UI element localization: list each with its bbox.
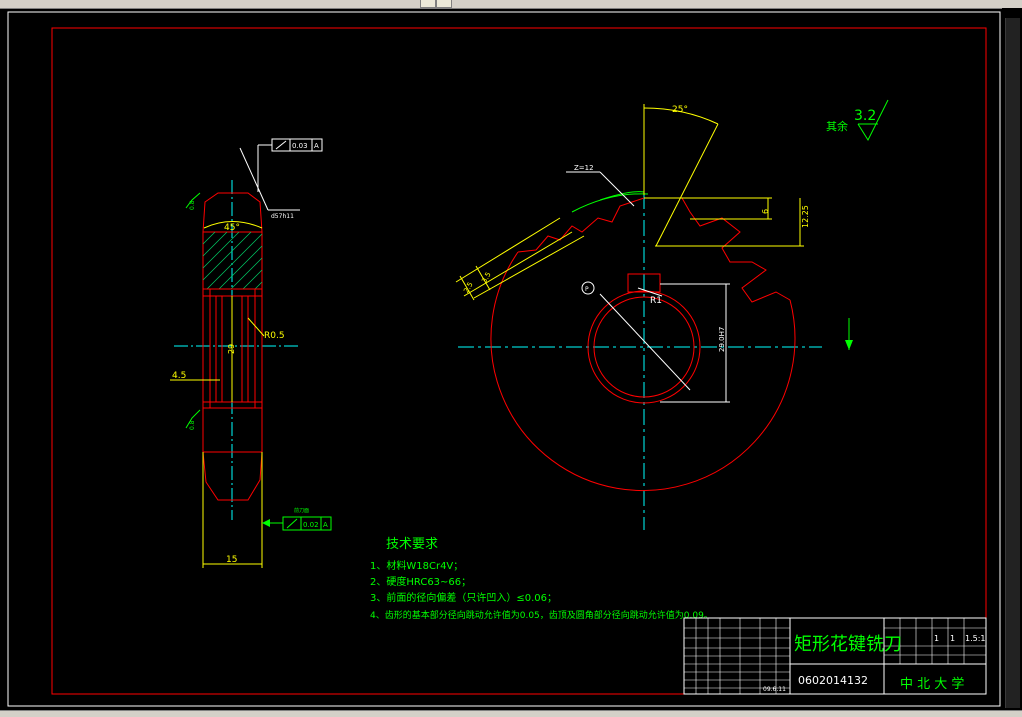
title-block: 矩形花键铣刀 0602014132 中 北 大 学 1.5:1 1 1 09.6…: [683, 617, 987, 695]
bore-inner: [593, 296, 695, 398]
dim-29-label: 29: [227, 344, 236, 354]
keyway: [627, 273, 661, 293]
tol-top-value: 0.03: [292, 142, 308, 150]
tol-bottom-value: 0.02: [303, 521, 319, 529]
bore-outer: [587, 290, 701, 404]
scale-value: 1.5:1: [965, 634, 986, 643]
tech-item-4: 4、齿形的基本部分径向跳动允许值为0.05，齿顶及圆角部分径向跳动允许值为0.0…: [370, 609, 713, 621]
drawing-number: 0602014132: [798, 674, 868, 687]
section-arrow-icon: [845, 340, 853, 350]
tech-item-1: 1、材料W18Cr4V；: [370, 559, 463, 572]
school-name: 中 北 大 学: [900, 676, 964, 692]
diameter-label: d57h11: [271, 213, 294, 220]
scrollbar-track[interactable]: [1005, 18, 1020, 708]
toolbar-tab-2[interactable]: [436, 0, 452, 8]
drawing-date: 09.6.11: [763, 686, 786, 693]
toolbar-tab-1[interactable]: [420, 0, 436, 8]
tech-item-3: 3、前面的径向偏差（只许凹入）≤0.06；: [370, 591, 557, 604]
angle-45-label: 45°: [224, 223, 240, 233]
dim-12-25-label: 12.25: [801, 205, 810, 228]
dim-3-5-label: 3.5: [480, 271, 492, 285]
tol-bottom-datum: A: [323, 521, 328, 529]
finish-value: 3.2: [854, 108, 876, 124]
dim-6-label: 6: [761, 209, 770, 214]
drawing-title: 矩形花键铣刀: [794, 634, 902, 655]
dim-29h7-label: 29.0H7: [718, 327, 726, 352]
cad-drawing-canvas[interactable]: 45° 29 R0.5 4.5 15 0.03 A d57h11: [0, 0, 1002, 708]
svg-text:0.8: 0.8: [189, 420, 196, 430]
z-count-label: Z=12: [574, 164, 594, 172]
side-view: 45° 29 R0.5 4.5 15 0.03 A d57h11: [170, 138, 332, 568]
cutter-teeth: [517, 197, 791, 303]
horizontal-scrollbar[interactable]: [0, 710, 1022, 717]
tech-heading: 技术要求: [386, 537, 438, 552]
dim-4-5-label: 4.5: [172, 371, 186, 381]
finish-label: 其余: [826, 119, 848, 133]
phi-symbol: [581, 281, 595, 295]
r1-label: R1: [650, 296, 662, 306]
dim-15-label: 15: [226, 555, 237, 565]
tolerance-frame-bottom: 0.02 A 前刀面: [262, 507, 332, 531]
tol-top-datum: A: [314, 142, 319, 150]
tolerance-frame-top: 0.03 A: [257, 138, 323, 192]
side-note: 前刀面: [294, 507, 309, 514]
sheet-total: 1: [934, 634, 939, 643]
technical-requirements: 技术要求 1、材料W18Cr4V； 2、硬度HRC63~66； 3、前面的径向偏…: [370, 537, 713, 621]
window-top-bar: [0, 0, 1022, 9]
roughness-symbol-bottom: 0.8: [185, 409, 201, 430]
svg-text:P: P: [585, 286, 589, 293]
sheet-number: 1: [950, 634, 955, 643]
svg-text:0.8: 0.8: [189, 200, 196, 210]
cutter-outer-arc: [490, 251, 796, 491]
front-view: P R1 29.0H7 25° 6 12.25 Z=12 3.5 2.5: [455, 104, 853, 530]
tech-item-2: 2、硬度HRC63~66；: [370, 575, 471, 588]
vertical-scrollbar[interactable]: [1002, 8, 1022, 716]
sheet-outer-border: [7, 11, 1001, 707]
roughness-symbol-top: 0.8: [185, 192, 201, 210]
sheet-frame: [51, 27, 987, 695]
angle-25-label: 25°: [672, 105, 688, 115]
r05-label: R0.5: [264, 331, 285, 341]
surface-finish-note: 其余 3.2: [826, 99, 889, 142]
